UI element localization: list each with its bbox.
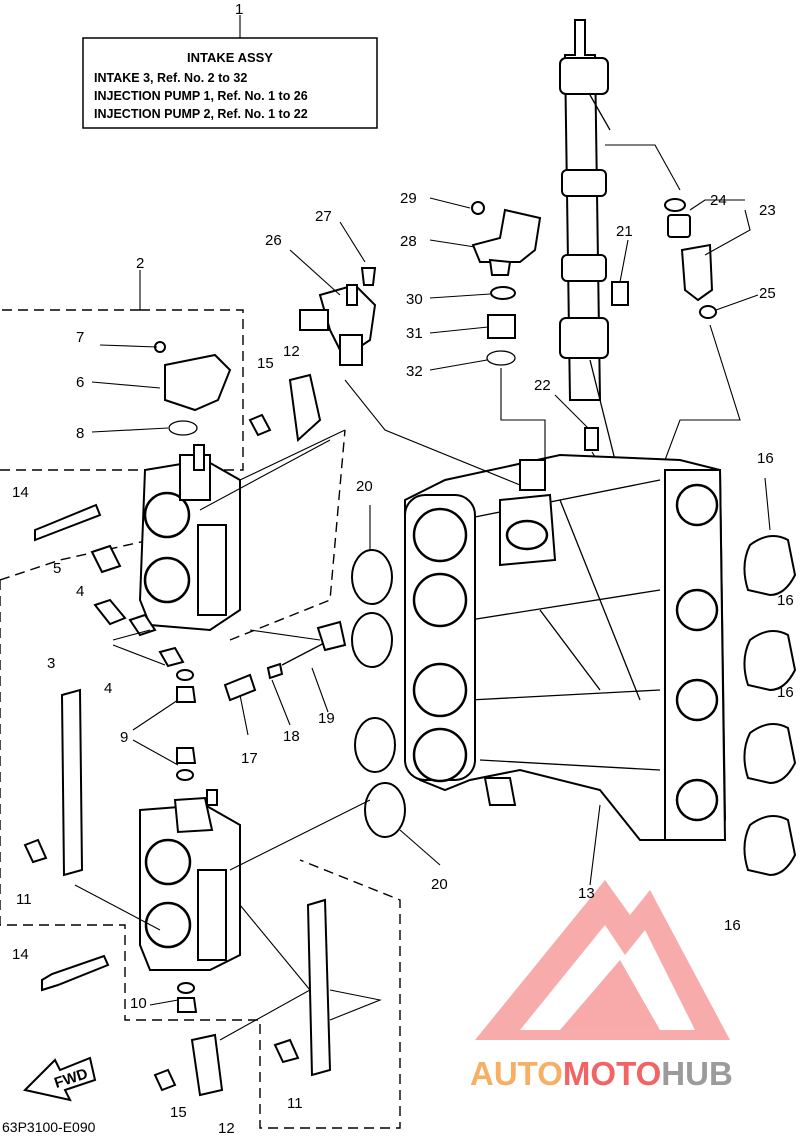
callout-labels: 1 2 3 4 4 5 6 7 8 9 10 11 11 12 12 13 14… <box>12 1 794 1136</box>
callout-7: 7 <box>76 329 84 346</box>
callout-8: 8 <box>76 425 84 442</box>
fwd-arrow: FWD <box>23 1056 97 1102</box>
callout-11b: 11 <box>287 1095 303 1112</box>
gaskets-16 <box>743 477 797 877</box>
diagram-code: 63P3100-E090 <box>2 1119 96 1135</box>
callout-1: 1 <box>235 1 243 18</box>
sensor-parts <box>429 197 546 480</box>
injector-parts <box>664 198 759 461</box>
injection-pump-2 <box>41 789 382 1097</box>
callout-4a: 4 <box>76 583 84 600</box>
callout-16b: 16 <box>777 592 794 609</box>
callout-11a: 11 <box>16 891 32 908</box>
callout-16c: 16 <box>777 684 794 701</box>
info-box: INTAKE ASSY INTAKE 3, Ref. No. 2 to 32 I… <box>82 15 378 129</box>
callout-16d: 16 <box>724 917 741 934</box>
svg-text:AUTOMOTOHUB: AUTOMOTOHUB <box>470 1055 733 1092</box>
watermark-auto: AUTO <box>470 1055 563 1092</box>
group-outlines <box>0 270 401 1129</box>
info-box-line-1: INTAKE 3, Ref. No. 2 to 32 <box>94 71 247 85</box>
callout-16a: 16 <box>757 450 774 467</box>
fuel-rail <box>559 19 681 461</box>
callout-17: 17 <box>241 750 258 767</box>
callout-20b: 20 <box>431 876 448 893</box>
watermark-logo: AUTOMOTOHUB <box>470 880 733 1092</box>
callout-10: 10 <box>130 995 147 1012</box>
info-box-line-2: INJECTION PUMP 1, Ref. No. 1 to 26 <box>94 89 308 103</box>
callout-27: 27 <box>315 208 332 225</box>
callout-12a: 12 <box>283 343 300 360</box>
watermark-moto: MOTO <box>563 1055 661 1092</box>
pressure-regulator <box>289 221 377 366</box>
callout-13: 13 <box>578 885 595 902</box>
callout-6: 6 <box>76 374 84 391</box>
callout-14a: 14 <box>12 484 29 501</box>
info-box-title: INTAKE ASSY <box>187 50 273 65</box>
callout-31: 31 <box>406 325 423 342</box>
callout-19: 19 <box>318 710 335 727</box>
callout-3: 3 <box>47 655 55 672</box>
callout-28: 28 <box>400 233 417 250</box>
small-fittings <box>554 239 629 471</box>
callout-29: 29 <box>400 190 417 207</box>
callout-25: 25 <box>759 285 776 302</box>
callout-15a: 15 <box>257 355 274 372</box>
callout-26: 26 <box>265 232 282 249</box>
callout-4b: 4 <box>104 680 112 697</box>
callout-23: 23 <box>759 202 776 219</box>
intake-manifold <box>404 453 727 886</box>
callout-30: 30 <box>406 291 423 308</box>
injection-pump-1 <box>23 341 521 877</box>
callout-9: 9 <box>120 729 128 746</box>
callout-22: 22 <box>534 377 551 394</box>
callout-2: 2 <box>136 255 144 272</box>
callout-21: 21 <box>616 223 633 240</box>
callout-24: 24 <box>710 192 727 209</box>
callout-15b: 15 <box>170 1104 187 1121</box>
info-box-line-3: INJECTION PUMP 2, Ref. No. 1 to 22 <box>94 107 308 121</box>
callout-20a: 20 <box>356 478 373 495</box>
callout-14b: 14 <box>12 946 29 963</box>
callout-18: 18 <box>283 728 300 745</box>
callout-12b: 12 <box>218 1120 235 1136</box>
gaskets-20 <box>351 505 441 866</box>
watermark-hub: HUB <box>661 1055 733 1092</box>
callout-32: 32 <box>406 363 423 380</box>
callout-5: 5 <box>53 560 61 577</box>
